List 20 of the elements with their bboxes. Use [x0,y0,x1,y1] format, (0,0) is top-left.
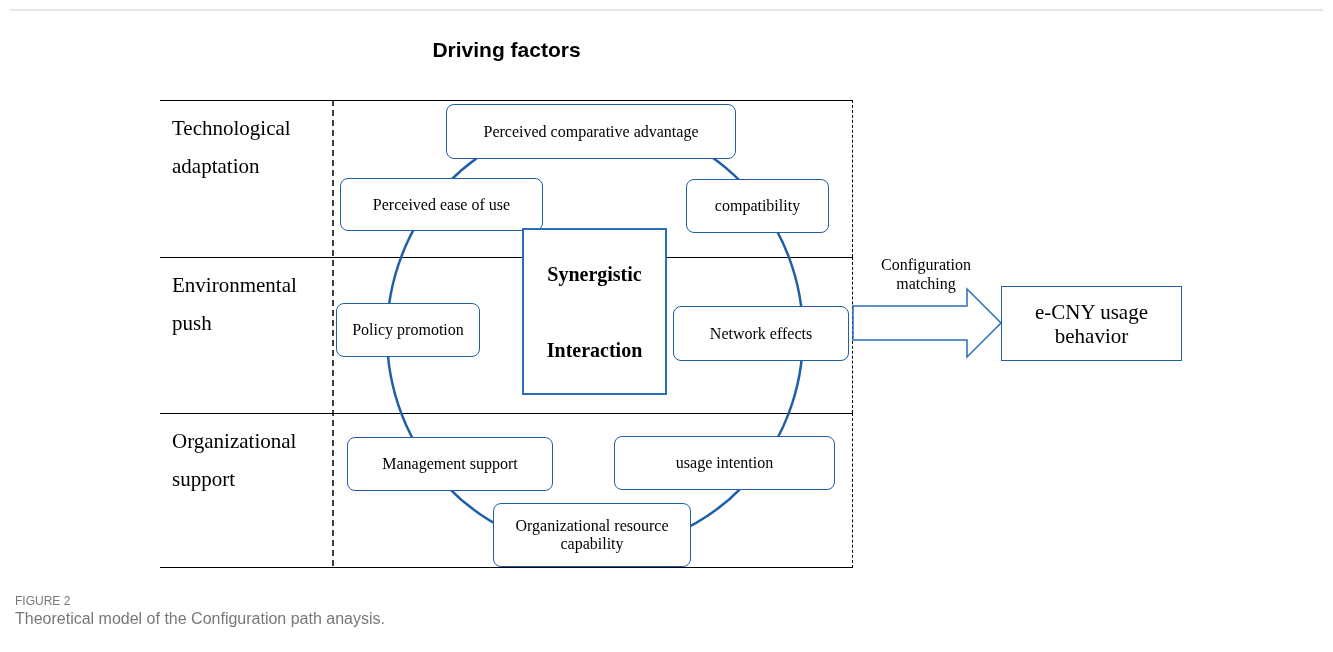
factor-box: Perceived ease of use [340,178,543,231]
factor-box: Network effects [673,306,849,361]
factor-box: usage intention [614,436,835,490]
factor-box: Perceived comparative advantage [446,104,736,159]
factor-box: Policy promotion [336,303,480,357]
edge-label: Configuration matching [880,255,972,293]
table-row [160,100,853,257]
factor-box: compatibility [686,179,829,233]
heading: Driving factors [431,37,582,63]
factor-box: Management support [347,437,553,491]
row-label: Environmental push [172,272,298,337]
row-label: Technological adaptation [172,115,292,180]
table-row [160,413,853,568]
figure-number: FIGURE 2 [15,594,71,608]
block-arrow [852,287,1003,359]
outcome-box: e-CNY usage behavior [1001,286,1182,361]
caption: Theoretical model of the Configuration path anaysis. [15,610,385,628]
factor-box: Organizational resource capability [493,503,691,567]
center-box: Synergistic Interaction [522,228,667,395]
row-label: Organizational support [172,428,298,493]
